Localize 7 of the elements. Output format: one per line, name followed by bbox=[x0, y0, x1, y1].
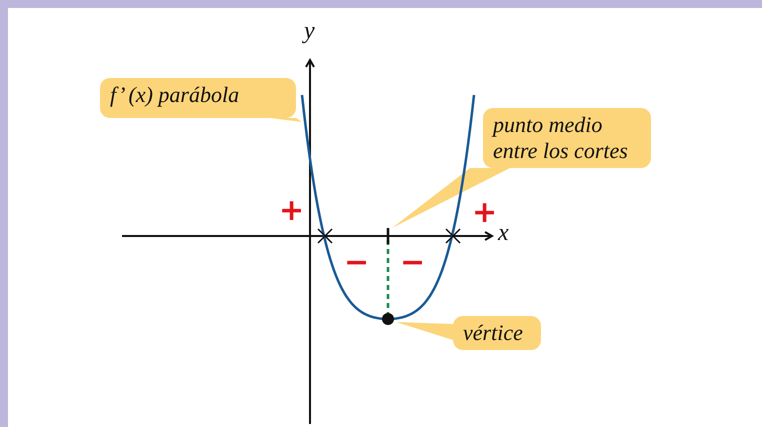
callout-bubble: punto medio entre los cortes bbox=[483, 108, 651, 168]
axis-label: y bbox=[304, 18, 315, 45]
plus-sign: + bbox=[279, 196, 304, 226]
axis-label: x bbox=[498, 220, 509, 247]
minus-sign: − bbox=[344, 248, 370, 278]
minus-sign: − bbox=[400, 248, 426, 278]
plus-sign: + bbox=[472, 198, 498, 228]
